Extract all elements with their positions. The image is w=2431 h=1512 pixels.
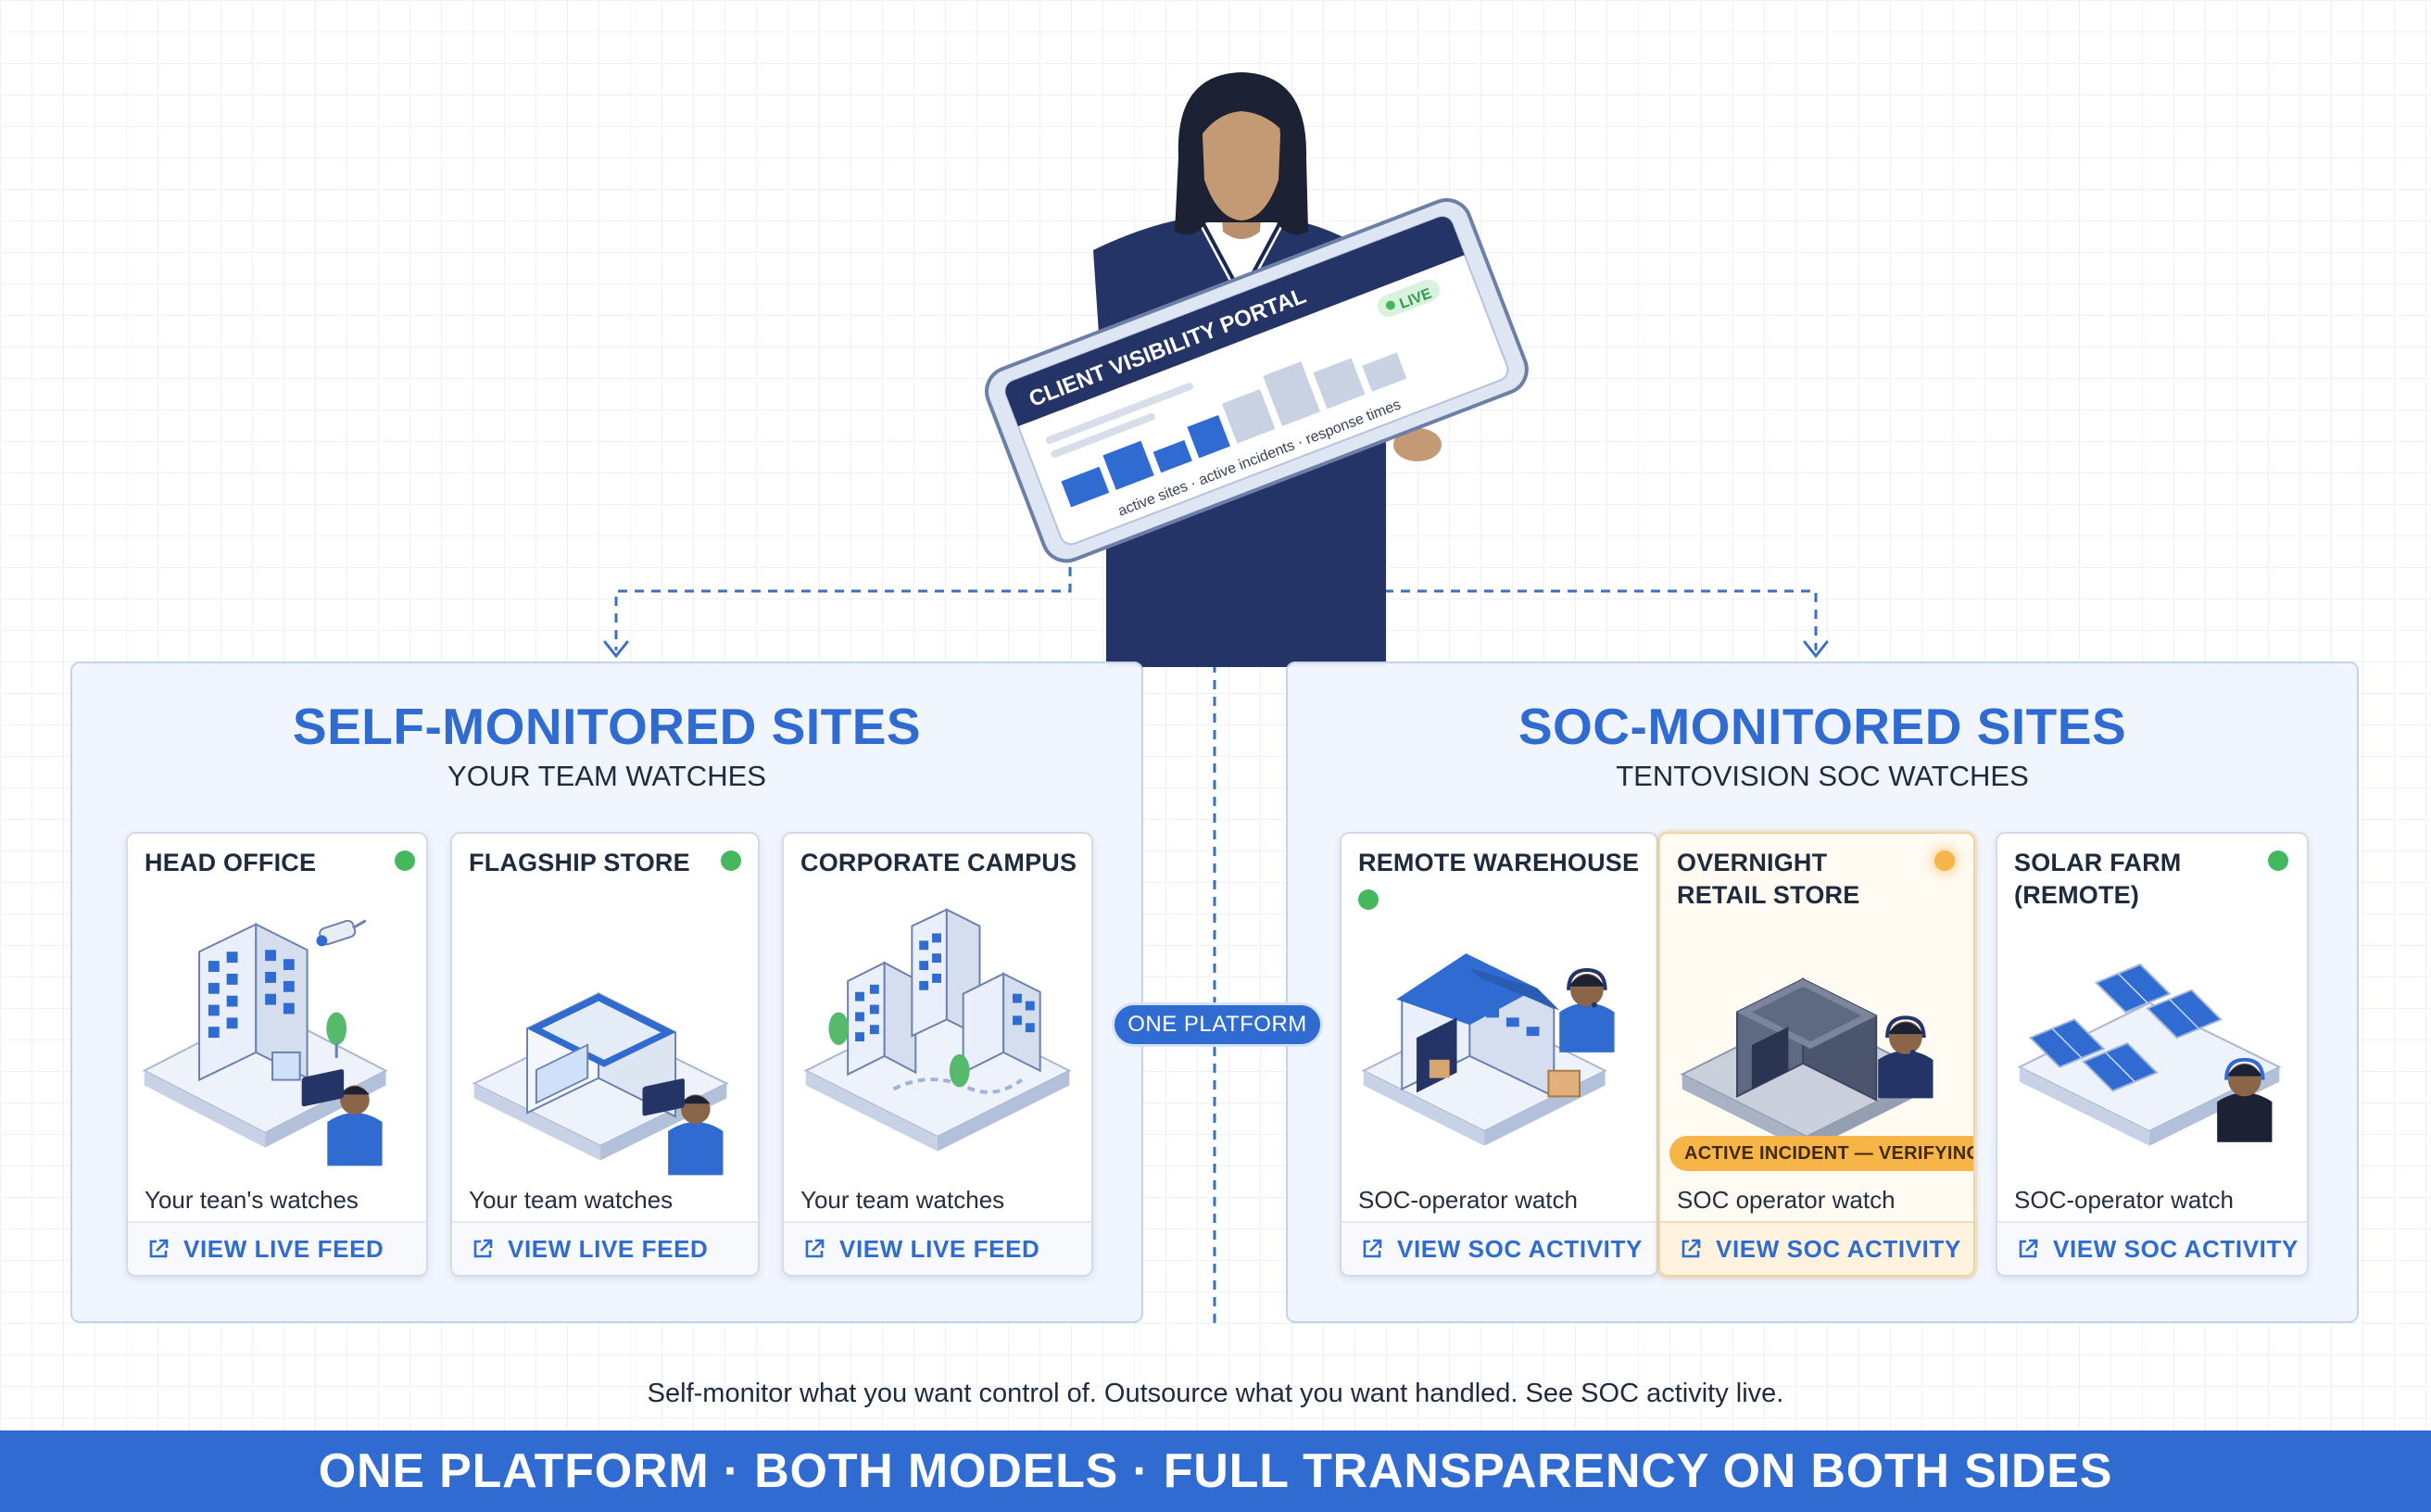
- view-soc-activity-link[interactable]: VIEW SOC ACTIVITY: [1341, 1221, 1656, 1275]
- headset-operator-icon: [1878, 1015, 1933, 1099]
- tree-icon: [326, 1012, 347, 1058]
- arrow-left: [603, 640, 629, 659]
- card-title: FLAGSHIP STORE: [469, 849, 690, 876]
- status-warning-icon: [1934, 850, 1955, 871]
- site-card-remote-warehouse[interactable]: REMOTE WAREHOUSE SOC-operator watch: [1340, 832, 1658, 1277]
- bottom-banner: ONE PLATFORM · BOTH MODELS · FULL TRANSP…: [0, 1430, 2431, 1512]
- view-soc-activity-link[interactable]: VIEW SOC ACTIVITY: [1997, 1221, 2307, 1275]
- link-label: VIEW SOC ACTIVITY: [1716, 1234, 1961, 1263]
- view-live-feed-link[interactable]: VIEW LIVE FEED: [784, 1221, 1091, 1275]
- headset-operator-icon: [1559, 967, 1615, 1052]
- headset-operator-icon: [2217, 1057, 2273, 1142]
- card-caption: SOC-operator watch: [1358, 1186, 1578, 1214]
- soc-monitored-panel: SOC-MONITORED SITES TENTOVISION SOC WATC…: [1286, 662, 2359, 1323]
- site-card-corporate-campus[interactable]: CORPORATE CAMPUS: [782, 832, 1093, 1277]
- soc-monitored-title: SOC-MONITORED SITES: [1518, 698, 2127, 755]
- card-caption: Your team watches: [469, 1186, 674, 1214]
- status-online-icon: [1358, 889, 1379, 910]
- store-illustration: [472, 992, 729, 1176]
- warehouse-illustration: [1361, 953, 1615, 1146]
- laptop-user-icon: [301, 1069, 383, 1166]
- self-monitored-subtitle: YOUR TEAM WATCHES: [447, 760, 766, 792]
- view-live-feed-link[interactable]: VIEW LIVE FEED: [452, 1221, 758, 1275]
- link-label: VIEW LIVE FEED: [508, 1234, 709, 1263]
- self-monitored-panel: SELF-MONITORED SITES YOUR TEAM WATCHES H…: [70, 662, 1143, 1323]
- site-card-solar-farm[interactable]: SOLAR FARM (REMOTE) SOC-oper: [1996, 832, 2309, 1277]
- arrow-right: [1803, 640, 1829, 659]
- link-label: VIEW LIVE FEED: [839, 1234, 1040, 1263]
- one-platform-pill: ONE PLATFORM: [1112, 1002, 1323, 1047]
- card-title: CORPORATE CAMPUS: [800, 849, 1077, 876]
- link-label: VIEW SOC ACTIVITY: [1397, 1234, 1643, 1263]
- view-live-feed-link[interactable]: VIEW LIVE FEED: [128, 1221, 426, 1275]
- self-monitored-title: SELF-MONITORED SITES: [292, 698, 922, 755]
- link-label: VIEW LIVE FEED: [183, 1234, 384, 1263]
- card-title: OVERNIGHT RETAIL STORE: [1677, 849, 1860, 909]
- external-link-icon: [1682, 1239, 1701, 1258]
- solar-farm-illustration: [2017, 963, 2282, 1146]
- external-link-icon: [805, 1239, 825, 1258]
- portal-mini-bars: [1061, 352, 1407, 508]
- laptop-user-icon: [642, 1078, 724, 1176]
- view-soc-activity-link[interactable]: VIEW SOC ACTIVITY: [1660, 1221, 1973, 1275]
- card-caption: SOC-operator watch: [2014, 1186, 2234, 1214]
- site-card-overnight-retail-store[interactable]: OVERNIGHT RETAIL STORE ACTIVE INCIDENT —…: [1658, 832, 1975, 1277]
- status-online-icon: [721, 850, 741, 871]
- card-caption: Your team watches: [800, 1186, 1005, 1214]
- security-camera-icon: [316, 919, 367, 947]
- card-caption: SOC operator watch: [1677, 1186, 1896, 1214]
- card-title: REMOTE WAREHOUSE: [1358, 849, 1640, 876]
- connector-left: [614, 500, 1072, 650]
- card-title: SOLAR FARM (REMOTE): [2014, 849, 2182, 909]
- soc-monitored-subtitle: TENTOVISION SOC WATCHES: [1616, 760, 2029, 792]
- tagline: Self-monitor what you want control of. O…: [647, 1379, 1784, 1408]
- external-link-icon: [473, 1239, 493, 1258]
- external-link-icon: [2019, 1239, 2038, 1258]
- site-card-flagship-store[interactable]: FLAGSHIP STORE Your team watches VIEW LI…: [450, 832, 760, 1277]
- status-online-icon: [2268, 850, 2288, 871]
- external-link-icon: [149, 1239, 169, 1258]
- card-title: HEAD OFFICE: [145, 849, 317, 876]
- card-caption: Your tean's watches: [145, 1186, 359, 1214]
- status-online-icon: [395, 850, 415, 871]
- site-card-head-office[interactable]: HEAD OFFICE: [126, 832, 428, 1277]
- external-link-icon: [1363, 1239, 1382, 1258]
- person-with-portal-illustration: CLIENT VISIBILITY PORTAL LIVE active sit…: [985, 72, 1529, 667]
- office-building-illustration: [142, 919, 388, 1166]
- campus-illustration: [803, 908, 1072, 1152]
- retail-store-night-illustration: [1680, 977, 1933, 1152]
- link-label: VIEW SOC ACTIVITY: [2053, 1234, 2299, 1263]
- active-incident-badge: ACTIVE INCIDENT — VERIFYING: [1669, 1136, 1973, 1171]
